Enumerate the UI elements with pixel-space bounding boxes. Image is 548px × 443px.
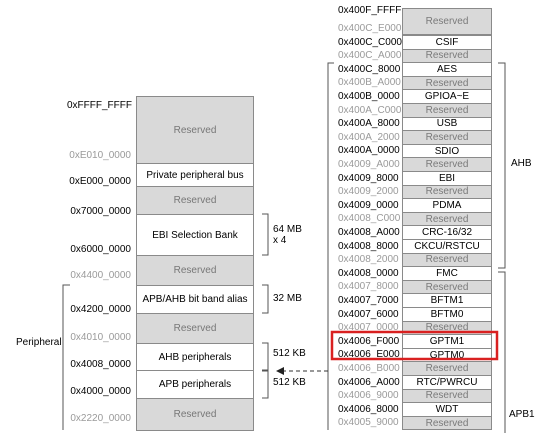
overview-address: 0x2220_0000 bbox=[70, 413, 131, 424]
peripheral-block-usb: USB bbox=[402, 116, 492, 132]
overview-address: 0x6000_0000 bbox=[70, 244, 131, 255]
peripheral-block-reserved: Reserved bbox=[402, 415, 492, 431]
ebi-size-bracket bbox=[262, 213, 269, 256]
overview-address: 0x7000_0000 bbox=[70, 206, 131, 217]
overview-block-reserved: Reserved bbox=[136, 313, 254, 344]
peripheral-address: 0x400C_E000 bbox=[338, 23, 402, 34]
peripheral-address: 0x400C_8000 bbox=[338, 63, 401, 75]
peripheral-bracket bbox=[62, 284, 70, 430]
overview-block-reserved: Reserved bbox=[136, 255, 254, 286]
apb-detail-arrowhead bbox=[276, 367, 284, 375]
peripheral-address: 0x4005_9000 bbox=[338, 417, 399, 429]
overview-block-ebi-selection-bank: EBI Selection Bank bbox=[136, 214, 254, 256]
peripheral-address: 0x4009_A000 bbox=[338, 159, 400, 170]
overview-block-reserved: Reserved bbox=[136, 398, 254, 431]
peripheral-address: 0x4009_2000 bbox=[338, 186, 399, 198]
peripheral-address: 0x400A_0000 bbox=[338, 145, 400, 157]
peripheral-address: 0x400F_FFFF bbox=[338, 5, 402, 16]
ahb-bus-bracket bbox=[498, 62, 506, 269]
peripheral-label: Peripheral bbox=[16, 337, 62, 348]
overview-address: 0xFFFF_FFFF bbox=[67, 100, 132, 111]
peripheral-address: 0x4009_0000 bbox=[338, 199, 399, 211]
bitband-size: 32 MB bbox=[273, 293, 302, 304]
peripheral-address: 0x4007_0000 bbox=[338, 322, 399, 334]
ahb-bus-label: AHB bbox=[511, 158, 532, 169]
ebi-size-line1: 64 MB bbox=[273, 224, 302, 235]
gptm-highlight-box bbox=[330, 330, 499, 361]
peripheral-address: 0x4008_0000 bbox=[338, 267, 399, 279]
overview-address: 0x4200_0000 bbox=[70, 304, 131, 315]
peripheral-address: 0x400B_A000 bbox=[338, 77, 401, 89]
peripheral-address: 0x400A_8000 bbox=[338, 118, 400, 130]
ahb-size: 512 KB bbox=[273, 348, 306, 359]
peripheral-address: 0x4006_8000 bbox=[338, 403, 399, 415]
peripheral-address: 0x4008_A000 bbox=[338, 227, 400, 238]
detail-left-bracket bbox=[327, 62, 334, 430]
overview-address: 0x4008_0000 bbox=[70, 359, 131, 370]
peripheral-address: 0x400A_C000 bbox=[338, 104, 402, 116]
peripheral-address: 0x4007_6000 bbox=[338, 308, 399, 320]
peripheral-address: 0x4007_7000 bbox=[338, 295, 399, 306]
peripheral-address: 0x400A_2000 bbox=[338, 131, 400, 143]
peripheral-address: 0x4007_8000 bbox=[338, 281, 399, 293]
apb1-bus-label: APB1 bbox=[509, 409, 535, 420]
overview-address: 0x4000_0000 bbox=[70, 386, 131, 397]
peripheral-address: 0x400C_A000 bbox=[338, 50, 402, 62]
peripheral-address: 0x4008_C000 bbox=[338, 213, 401, 225]
peripheral-address: 0x4008_8000 bbox=[338, 240, 399, 252]
peripheral-address: 0x400B_0000 bbox=[338, 91, 400, 102]
bitband-size-bracket bbox=[262, 284, 269, 314]
overview-block-reserved: Reserved bbox=[136, 96, 254, 164]
overview-block-apb-ahb-bit-band-alias: APB/AHB bit band alias bbox=[136, 285, 254, 314]
peripheral-address: 0x4006_A000 bbox=[338, 376, 400, 388]
peripheral-address: 0x4006_F000 bbox=[338, 335, 400, 347]
peripheral-block-reserved: Reserved bbox=[402, 8, 492, 35]
overview-address: 0x4010_0000 bbox=[70, 332, 131, 343]
peripheral-address: 0x4009_8000 bbox=[338, 172, 399, 184]
peripheral-address: 0x4006_B000 bbox=[338, 363, 400, 374]
apb1-bus-bracket bbox=[498, 271, 506, 433]
apb-peripherals-bracket bbox=[262, 370, 269, 399]
overview-address: 0xE010_0000 bbox=[69, 150, 131, 161]
ahb-peripherals-bracket bbox=[262, 342, 269, 371]
apb-size: 512 KB bbox=[273, 377, 306, 388]
peripheral-address: 0x4008_2000 bbox=[338, 254, 399, 266]
overview-block-reserved: Reserved bbox=[136, 186, 254, 215]
peripheral-address: 0x4006_E000 bbox=[338, 349, 400, 361]
ebi-size-line2: x 4 bbox=[273, 235, 287, 246]
overview-address: 0x4400_0000 bbox=[70, 270, 131, 281]
peripheral-address: 0x400C_C000 bbox=[338, 36, 402, 48]
peripheral-address: 0x4006_9000 bbox=[338, 390, 399, 402]
overview-address: 0xE000_0000 bbox=[69, 176, 131, 187]
